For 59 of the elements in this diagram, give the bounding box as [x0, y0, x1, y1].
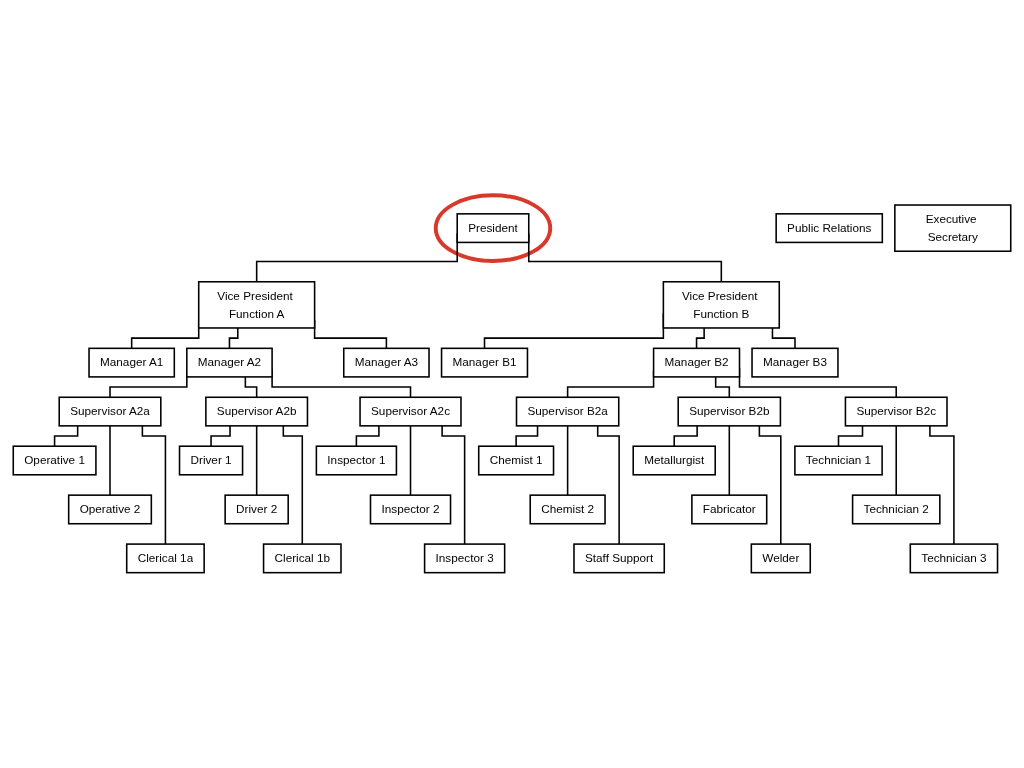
connector	[53, 425, 79, 448]
node-box: Manager B3	[751, 347, 839, 378]
node-box: Supervisor A2b	[205, 396, 309, 427]
node-box: Manager B2	[652, 347, 741, 378]
node-box: Vice President Function A	[197, 281, 316, 329]
node-box: Driver 2	[224, 494, 289, 525]
node-box: Clerical 1b	[262, 543, 342, 574]
node-box: Supervisor A2c	[359, 396, 462, 427]
node-box: Manager A3	[342, 347, 430, 378]
node-box: Metallurgist	[632, 445, 716, 476]
connector	[441, 425, 466, 545]
node-box: Supervisor B2c	[844, 396, 948, 427]
node-box: Welder	[750, 543, 812, 574]
node-box: Manager A1	[88, 347, 176, 378]
node-box: Executive Secretary	[894, 204, 1012, 253]
node-box: Vice President Function B	[662, 281, 781, 329]
node-box: Inspector 1	[315, 445, 398, 476]
connector	[673, 425, 698, 448]
connector	[515, 425, 539, 448]
connector	[282, 425, 304, 545]
node-box: Supervisor B2a	[515, 396, 620, 427]
connector	[929, 425, 955, 545]
connector	[728, 425, 731, 496]
connector	[355, 425, 380, 448]
connector	[228, 327, 239, 350]
node-box: Clerical 1a	[125, 543, 205, 574]
connector	[141, 425, 167, 545]
connector	[409, 425, 412, 496]
connector	[837, 425, 864, 448]
node-box: Supervisor A2a	[58, 396, 162, 427]
node-box: Technician 2	[851, 494, 941, 525]
connector	[714, 376, 731, 399]
node-box: Technician 3	[909, 543, 999, 574]
connector	[895, 425, 897, 496]
node-box: President	[456, 213, 530, 244]
connector	[244, 376, 258, 399]
node-box: Chemist 2	[529, 494, 606, 525]
cluster	[433, 193, 553, 263]
connector	[210, 425, 231, 448]
node-box: Operative 1	[12, 445, 97, 476]
node-box: Driver 1	[178, 445, 244, 476]
node-box: Inspector 2	[369, 494, 452, 525]
connector	[255, 425, 258, 496]
connector	[596, 425, 620, 545]
node-box: Public Relations	[775, 213, 884, 244]
node-box: Fabricator	[691, 494, 768, 525]
node-box: Supervisor B2b	[677, 396, 782, 427]
connector	[695, 327, 705, 350]
node-box: Manager B1	[440, 347, 529, 378]
connector	[109, 425, 111, 496]
node-box: Staff Support	[573, 543, 666, 574]
connector	[566, 425, 569, 496]
node-box: Technician 1	[794, 445, 883, 476]
connector	[771, 327, 796, 350]
connector	[758, 425, 782, 545]
node-box: Operative 2	[67, 494, 153, 525]
node-box: Chemist 1	[477, 445, 555, 476]
node-box: Inspector 3	[423, 543, 506, 574]
node-box: Manager A2	[186, 347, 273, 378]
